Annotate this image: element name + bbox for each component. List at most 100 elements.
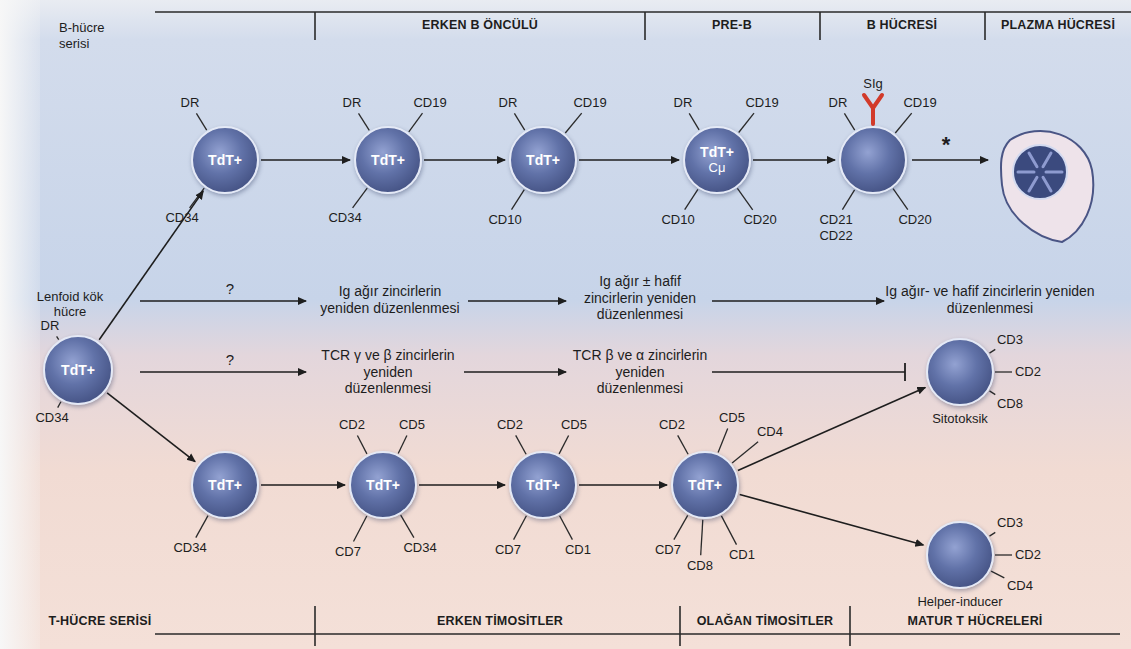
surface-marker: CD7: [655, 542, 681, 558]
leader-line: [560, 516, 573, 540]
leader-line: [674, 515, 688, 539]
cell-circle: TdT+: [509, 126, 577, 194]
cell-marker-text: TdT+: [700, 144, 734, 160]
leader-line: [57, 336, 59, 339]
surface-marker: CD2: [659, 417, 685, 433]
leader-line: [844, 113, 854, 130]
surface-marker: CD4: [1007, 578, 1033, 594]
surface-marker: DR: [181, 95, 200, 111]
surface-marker: CD7: [495, 542, 521, 558]
leader-line: [732, 442, 758, 463]
leader-line: [514, 113, 524, 130]
surface-marker: CD34: [328, 210, 361, 226]
surface-marker: CD10: [488, 212, 521, 228]
surface-marker: CD7: [335, 544, 361, 560]
process-arrow: [468, 300, 566, 301]
leader-line: [718, 429, 728, 453]
surface-marker: CD19: [903, 95, 936, 111]
development-arrow: [261, 159, 350, 161]
cell-marker-text: TdT+: [688, 477, 722, 493]
stage-heading: PRE-B: [712, 18, 752, 33]
cell-circle: TdT+: [349, 451, 417, 519]
process-arrow: [464, 371, 566, 372]
surface-marker: CD4: [757, 424, 783, 440]
footnote-mark: *: [942, 132, 951, 158]
leader-line: [196, 516, 208, 538]
surface-marker: CD19: [573, 95, 606, 111]
header-divider: [819, 12, 821, 40]
cell-marker-text: TdT+: [61, 362, 95, 378]
process-note: B-hücre serisi: [59, 20, 131, 51]
surface-marker: CD8: [997, 396, 1023, 412]
development-arrow: [424, 159, 505, 161]
surface-marker: CD20: [743, 212, 776, 228]
leader-line: [565, 113, 581, 133]
cell-circle: Helper-inducer: [926, 521, 994, 589]
leader-line: [353, 188, 368, 208]
leader-line: [516, 435, 526, 454]
process-line: [712, 371, 905, 372]
footer-divider: [679, 606, 681, 646]
development-arrow: [579, 484, 667, 486]
surface-marker: CD34: [35, 410, 68, 426]
antibody-symbol: [864, 95, 882, 124]
leader-line: [995, 554, 1012, 555]
leader-line: [514, 516, 527, 540]
leader-line: [689, 113, 699, 129]
end-bar: [904, 363, 906, 381]
maturation-arrow: [912, 159, 988, 161]
leader-line: [721, 516, 736, 545]
surface-marker: DR: [41, 318, 60, 334]
header-divider: [984, 12, 986, 40]
leader-line: [559, 436, 569, 454]
cell-heading: Helper-inducer: [917, 594, 1002, 610]
process-arrow: [712, 300, 884, 301]
process-note: ?: [226, 351, 234, 369]
process-note: Ig ağır zincirlerin yeniden düzenlenmesi: [315, 283, 465, 317]
cell-circle: Lenfoid kök hücreTdT+: [43, 335, 113, 405]
surface-marker: CD34: [165, 210, 198, 226]
stage-heading: PLAZMA HÜCRESİ: [1001, 18, 1115, 33]
development-arrow: [579, 159, 679, 161]
surface-marker: CD1: [565, 542, 591, 558]
leader-line: [991, 571, 1004, 578]
cell-heading: SIg: [863, 76, 883, 92]
stage-heading: T-HÜCRE SERİSİ: [49, 614, 152, 629]
process-note: TCR γ ve β zincirlerin yeniden düzenlenm…: [321, 347, 456, 397]
development-arrow: [753, 159, 835, 161]
cell-marker-text: TdT+: [366, 477, 400, 493]
surface-marker: CD22: [819, 228, 852, 244]
leader-line: [398, 436, 407, 454]
surface-marker: CD5: [719, 410, 745, 426]
process-note: Ig ağır- ve hafif zincirlerin yeniden dü…: [880, 283, 1100, 317]
leader-line: [737, 188, 752, 209]
stage-heading: OLAĞAN TİMOSİTLER: [697, 614, 834, 629]
process-note: Ig ağır ± hafif zincirlerin yeniden düze…: [573, 273, 708, 323]
cell-marker-text: Cμ: [709, 161, 726, 176]
stage-heading: MATUR T HÜCRELERİ: [907, 614, 1042, 629]
leader-line: [359, 113, 370, 130]
surface-marker: CD20: [898, 212, 931, 228]
surface-marker: CD34: [403, 540, 436, 556]
leader-line: [190, 188, 205, 208]
leader-line: [990, 532, 996, 536]
cell-circle: TdT+: [671, 451, 739, 519]
surface-marker: CD34: [173, 540, 206, 556]
surface-marker: CD5: [561, 417, 587, 433]
leader-line: [512, 190, 525, 210]
leader-line: [401, 515, 414, 537]
surface-marker: CD21: [819, 212, 852, 228]
surface-marker: CD2: [497, 417, 523, 433]
cell-circle: TdT+: [509, 451, 577, 519]
stage-heading: ERKEN TİMOSİTLER: [437, 614, 563, 629]
leader-line: [893, 189, 908, 210]
leader-line: [354, 516, 367, 542]
cell-marker-text: TdT+: [526, 477, 560, 493]
surface-marker: DR: [829, 95, 848, 111]
surface-marker: CD8: [687, 558, 713, 574]
cell-marker-text: TdT+: [526, 152, 560, 168]
leader-line: [842, 190, 854, 210]
leader-line: [995, 371, 1012, 372]
